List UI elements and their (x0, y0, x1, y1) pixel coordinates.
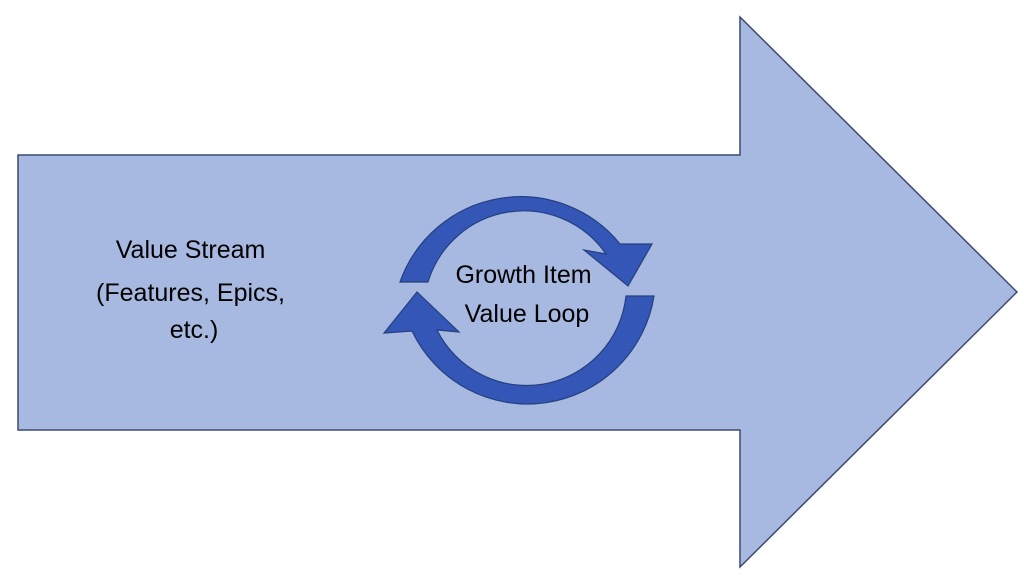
value-stream-label: Value Stream (Features, Epics, etc.) (96, 236, 292, 344)
value-stream-line-3: etc.) (170, 316, 219, 344)
loop-arrow-top (399, 196, 654, 287)
value-stream-line-1: Value Stream (116, 236, 266, 264)
circular-refresh-arrows-icon (382, 196, 655, 405)
value-loop-label: Growth Item Value Loop (455, 261, 598, 328)
value-stream-line-2: (Features, Epics, (96, 279, 285, 307)
loop-arrow-bottom (382, 291, 655, 405)
value-loop-line-1: Growth Item (455, 261, 591, 289)
value-loop-line-2: Value Loop (465, 300, 590, 328)
right-arrow-shape-icon (17, 15, 1019, 569)
